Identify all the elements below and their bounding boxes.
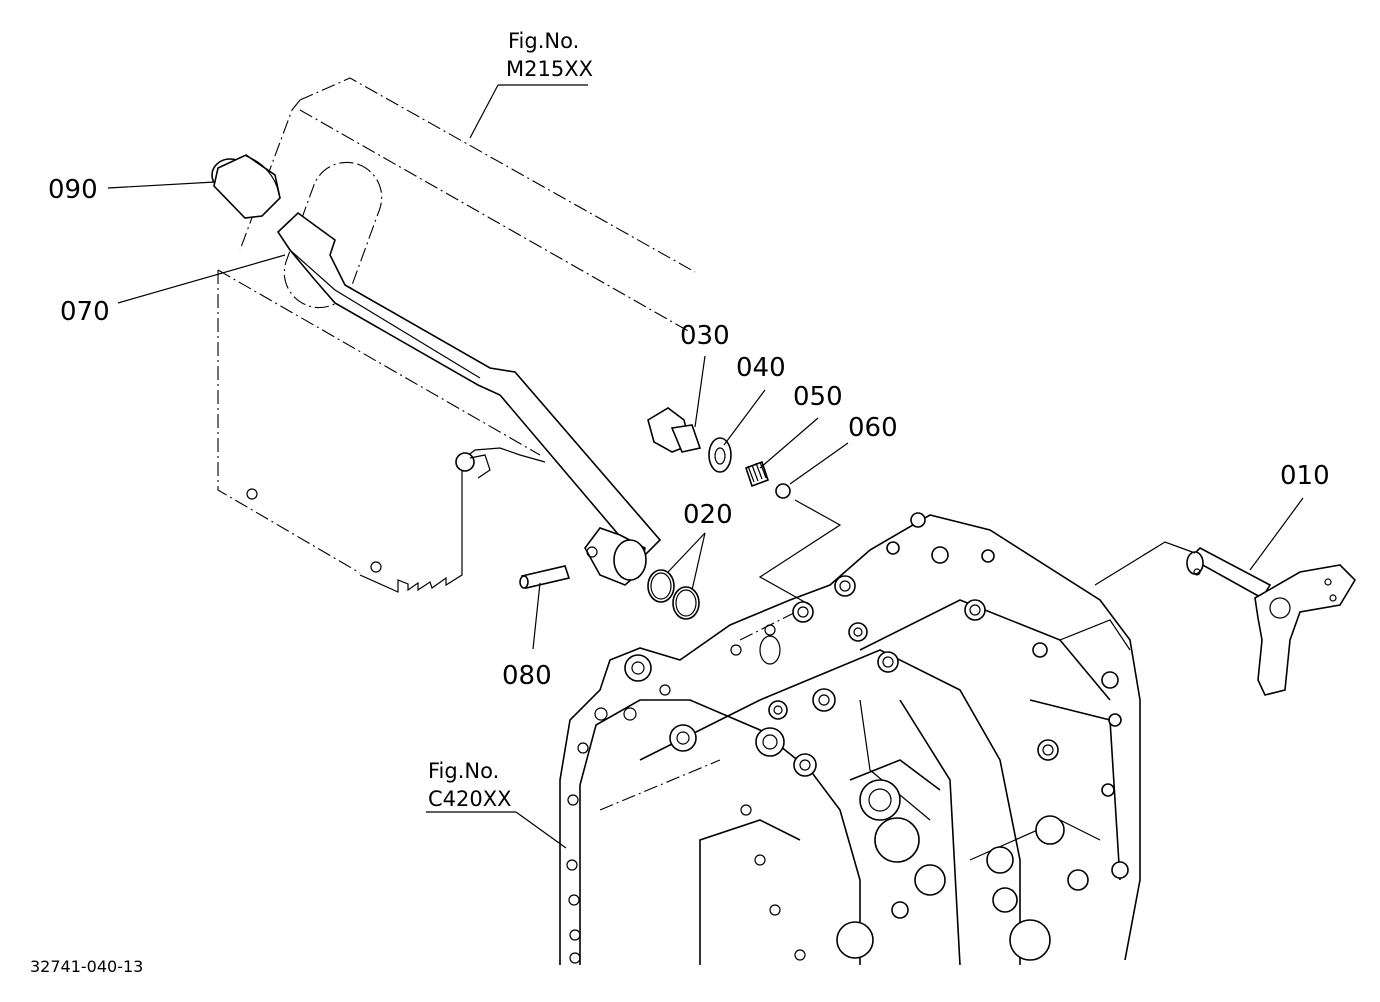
lever-part-070 bbox=[276, 211, 662, 586]
shift-arm-part-010 bbox=[1186, 547, 1357, 696]
pin-part-080 bbox=[519, 565, 571, 589]
fig-ref-lower-line2: C420XX bbox=[428, 787, 512, 811]
upper-assembly-outline bbox=[217, 77, 696, 593]
fig-ref-lower-line1: Fig.No. bbox=[428, 759, 499, 783]
part-label-040: 040 bbox=[736, 353, 786, 383]
drawing-number: 32741-040-13 bbox=[30, 957, 143, 976]
fig-ref-upper-line1: Fig.No. bbox=[508, 29, 579, 53]
part-label-070: 070 bbox=[60, 297, 110, 327]
washer-part-040 bbox=[708, 437, 732, 473]
ball-part-060 bbox=[775, 483, 791, 499]
bolt-part-030 bbox=[647, 407, 702, 453]
part-label-090: 090 bbox=[48, 175, 98, 205]
transmission-case bbox=[559, 512, 1141, 966]
leader-lines bbox=[107, 84, 1304, 849]
fig-ref-upper-line2: M215XX bbox=[506, 57, 593, 81]
part-label-060: 060 bbox=[848, 413, 898, 443]
part-label-030: 030 bbox=[680, 321, 730, 351]
knob-part-090 bbox=[211, 154, 281, 219]
part-label-010: 010 bbox=[1280, 461, 1330, 491]
spring-part-050 bbox=[744, 460, 770, 488]
o-rings-part-020 bbox=[647, 569, 700, 620]
part-label-020: 020 bbox=[683, 500, 733, 530]
part-label-050: 050 bbox=[793, 382, 843, 412]
part-label-080: 080 bbox=[502, 661, 552, 691]
